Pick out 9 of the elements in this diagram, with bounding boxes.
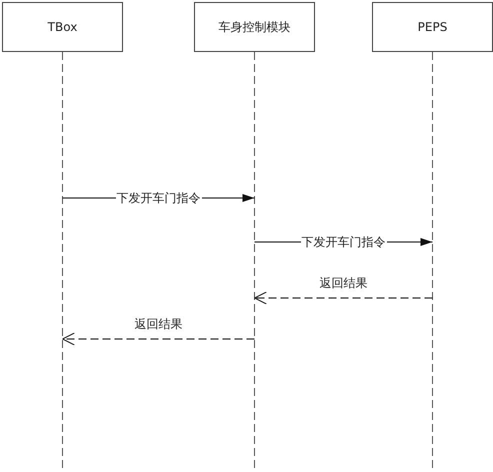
participant-name: TBox <box>48 20 78 34</box>
return-message-arrow <box>62 332 255 346</box>
edge-label: 返回结果 <box>318 276 368 290</box>
participant-name: PEPS <box>418 20 448 34</box>
edge-label: 下发开车门指令 <box>116 191 202 205</box>
edge-label: 返回结果 <box>134 317 184 331</box>
participant-name: 车身控制模块 <box>218 18 290 36</box>
edge-label: 下发开车门指令 <box>300 235 386 249</box>
return-message-arrow <box>254 292 433 304</box>
